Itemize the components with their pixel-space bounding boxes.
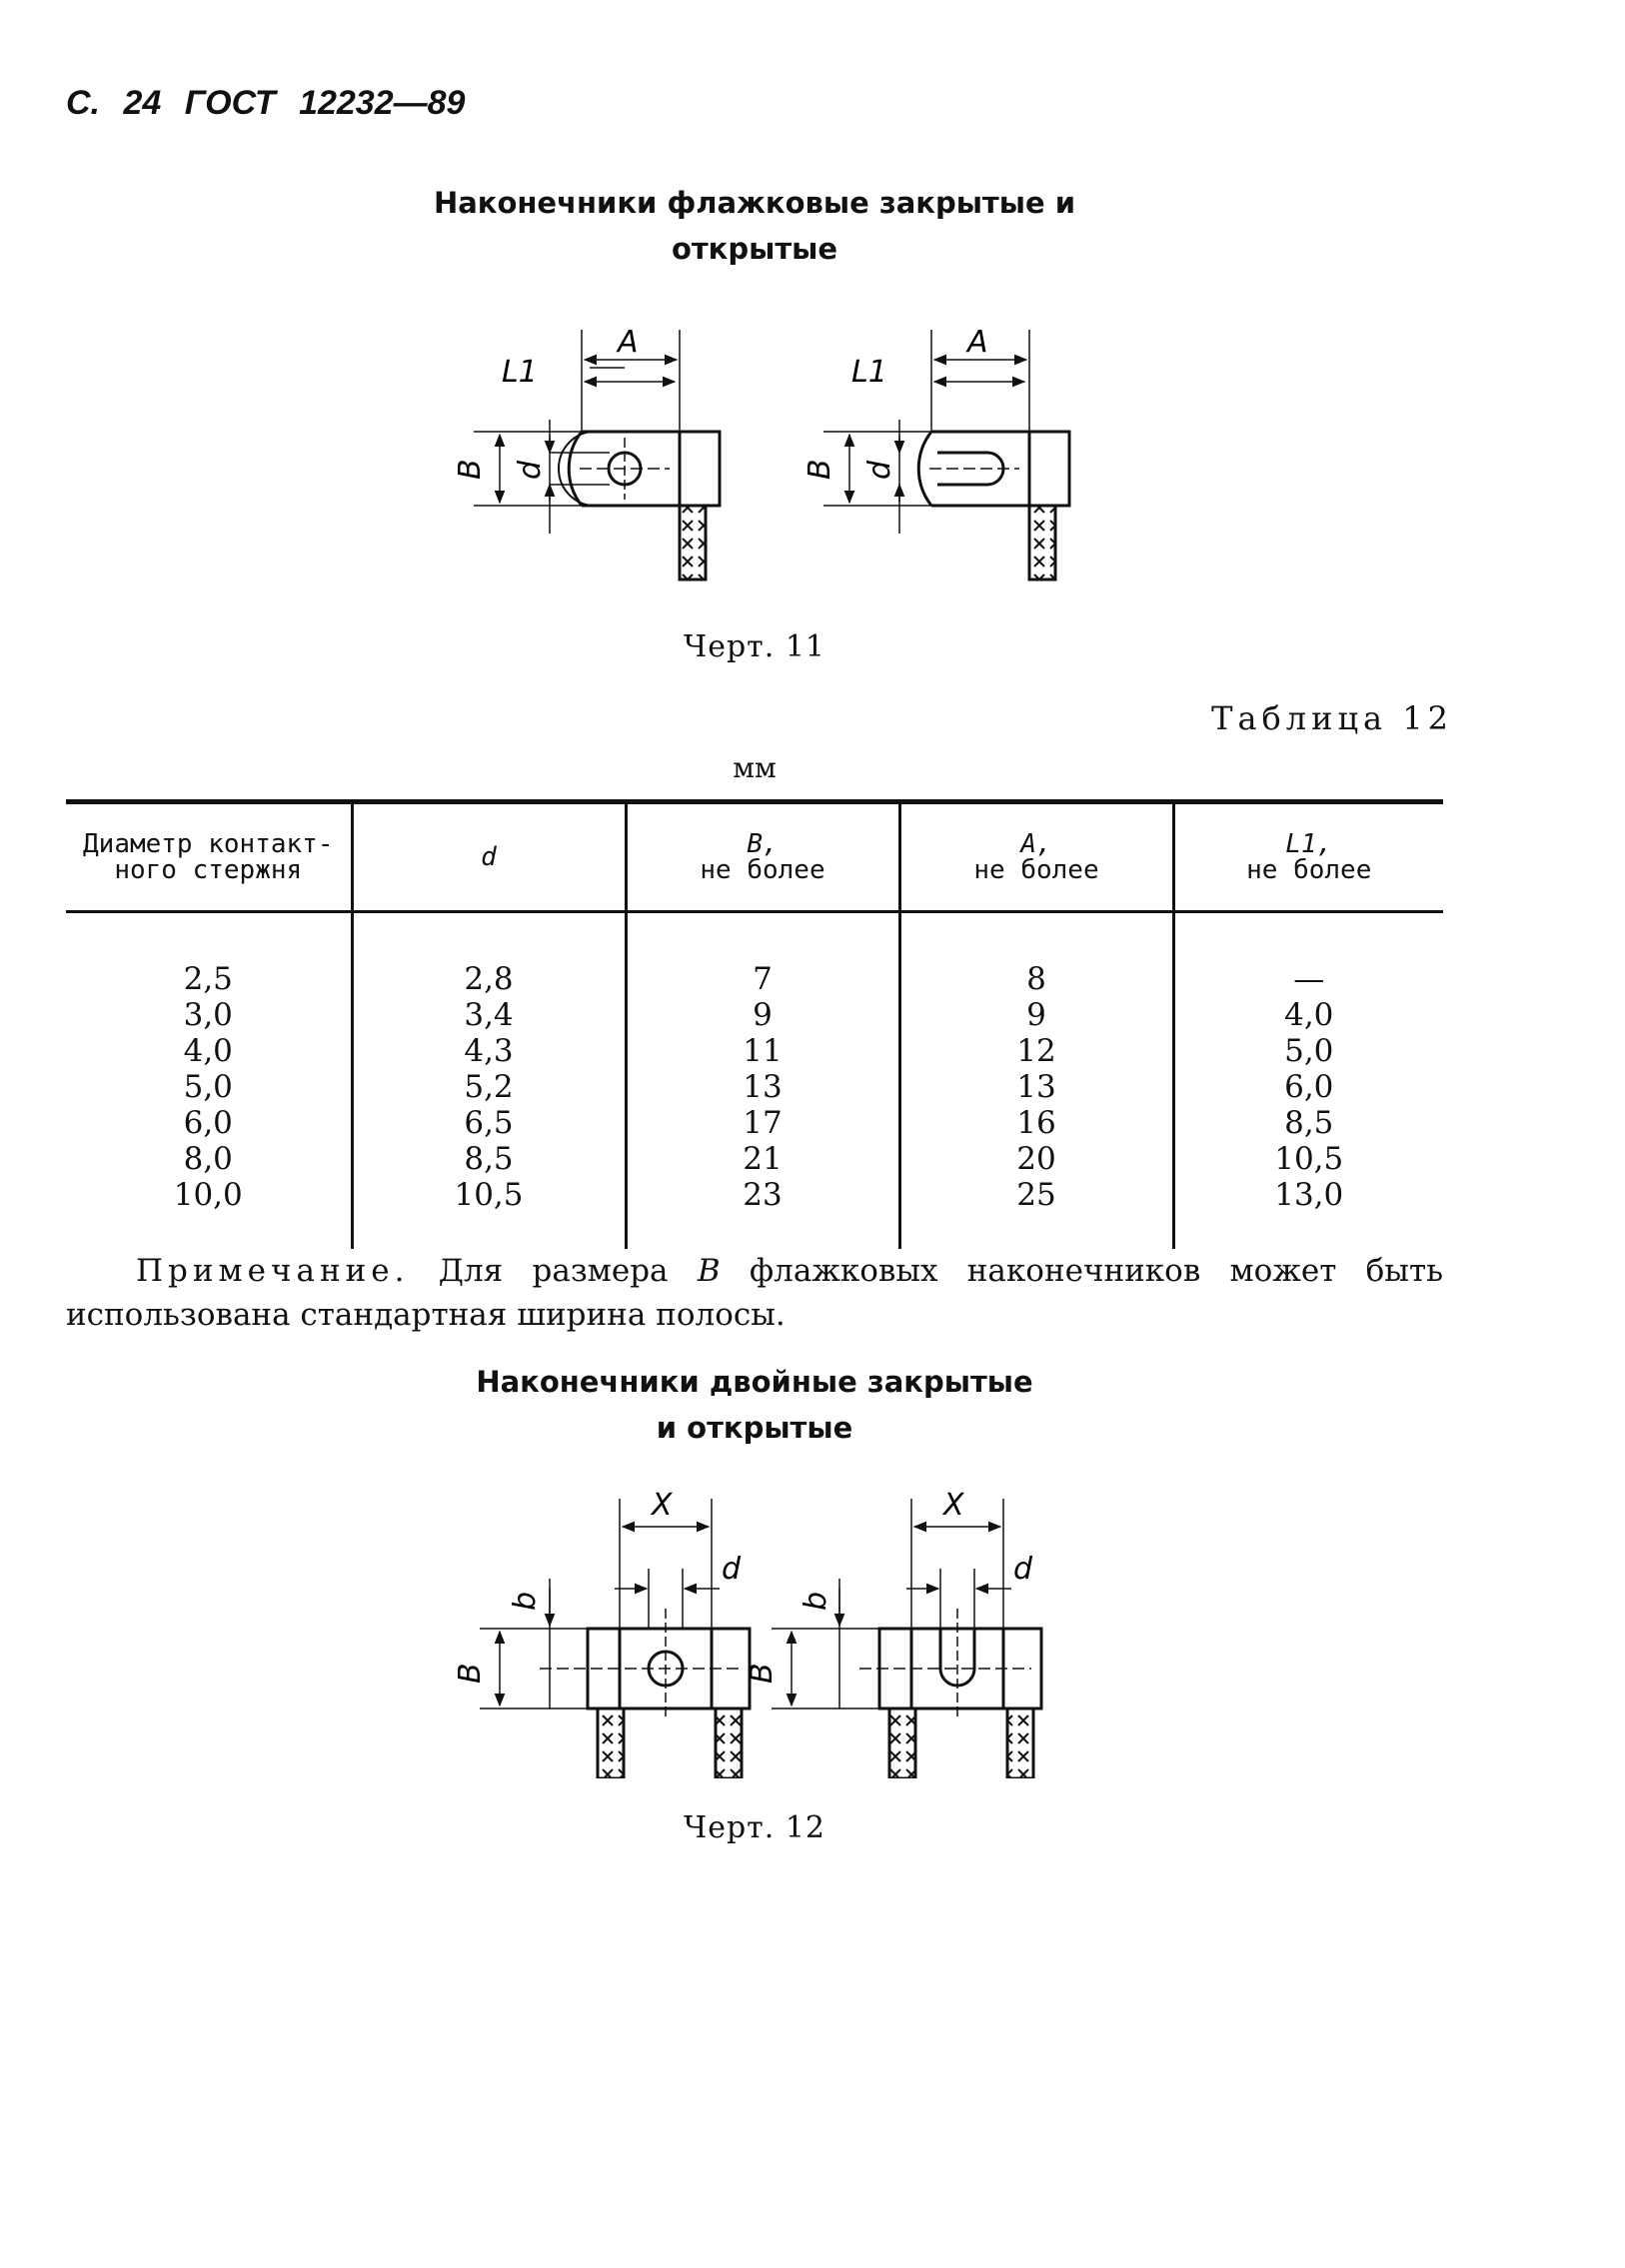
dim-b-label-open: B	[745, 1663, 780, 1684]
section2-title-line1: Наконечники двойные закрытые	[476, 1365, 1033, 1399]
section1-title-line1: Наконечники флажковые закрытые и	[433, 186, 1076, 220]
dim-d-label: d	[513, 460, 548, 480]
closed-double-lug	[480, 1499, 752, 1780]
dim-x-label: X	[650, 1488, 674, 1523]
section2-title-line2: и открытые	[656, 1411, 853, 1445]
section1-title: Наконечники флажковые закрытые и открыты…	[0, 180, 1509, 272]
page-number: С. 24	[66, 84, 162, 122]
dim-x-label-open: X	[941, 1488, 965, 1523]
page-header: С. 24 ГОСТ 12232—89	[66, 84, 465, 123]
dim-b-label: B	[453, 1663, 488, 1684]
dim-l1-label-open: L1	[851, 355, 887, 390]
header-l1: L1, не более	[1171, 801, 1443, 912]
dim-d-label: d	[722, 1552, 742, 1587]
table-header-row: Диаметр контакт- ного стержня d B, не бо…	[66, 801, 1443, 912]
dim-b-label-open: B	[803, 459, 837, 480]
dim-b-small-label: b	[508, 1592, 543, 1611]
table-unit: мм	[733, 751, 777, 784]
standard-number: 12232—89	[299, 84, 466, 122]
standard-label: ГОСТ	[184, 84, 276, 122]
note-text-after: флажковых наконечников может быть исполь…	[66, 1253, 1443, 1333]
dim-l1-label: L1	[502, 355, 538, 390]
drawing-12-caption: Черт. 12	[684, 1810, 825, 1845]
dim-d-label-open: d	[1013, 1552, 1033, 1587]
open-flag-lug	[823, 330, 1071, 581]
section1-title-line2: открытые	[671, 232, 838, 266]
table-row: 2,5 3,0 4,0 5,0 6,0 8,0 10,0 2,8 3,4 4,3…	[66, 911, 1443, 1249]
table-12: Диаметр контакт- ного стержня d B, не бо…	[66, 799, 1443, 1249]
table-number: Таблица 12	[1211, 699, 1453, 737]
drawing-11-caption: Черт. 11	[684, 629, 825, 664]
drawing-11: A L1 B d A L1 B d	[440, 320, 1119, 603]
col-d: 2,8 3,4 4,3 5,2 6,5 8,5 10,5	[350, 911, 626, 1249]
col-a: 8 9 12 13 16 20 25	[897, 911, 1173, 1249]
dim-a-label: A	[616, 325, 639, 360]
note-text-before: Для размера	[438, 1253, 669, 1289]
drawing-12-svg: X b B d X b B d	[453, 1488, 1043, 1780]
dim-b-label: B	[453, 459, 488, 480]
note-label: Примечание.	[136, 1253, 410, 1289]
table-note: Примечание. Для размера B флажковых нако…	[66, 1249, 1443, 1337]
dim-b-small-label-open: b	[799, 1592, 833, 1611]
section2-title: Наконечники двойные закрытые и открытые	[0, 1359, 1509, 1451]
drawing-11-svg: A L1 B d A L1 B d	[453, 325, 1071, 581]
drawing-12: X b B d X b B d	[440, 1479, 1099, 1782]
note-symbol: B	[697, 1253, 721, 1289]
col-rod-diameter: 2,5 3,0 4,0 5,0 6,0 8,0 10,0	[173, 961, 243, 1213]
header-a: A, не более	[897, 801, 1173, 912]
col-b: 7 9 11 13 17 21 23	[624, 911, 899, 1249]
closed-flag-lug	[474, 330, 722, 581]
header-d: d	[350, 801, 626, 912]
col-l1: — 4,0 5,0 6,0 8,5 10,5 13,0	[1171, 911, 1443, 1249]
header-b: B, не более	[624, 801, 899, 912]
dim-a-label-open: A	[965, 325, 988, 360]
open-double-lug	[772, 1499, 1043, 1780]
header-rod-diameter: Диаметр контакт- ного стержня	[83, 829, 334, 885]
dim-d-label-open: d	[862, 460, 897, 480]
